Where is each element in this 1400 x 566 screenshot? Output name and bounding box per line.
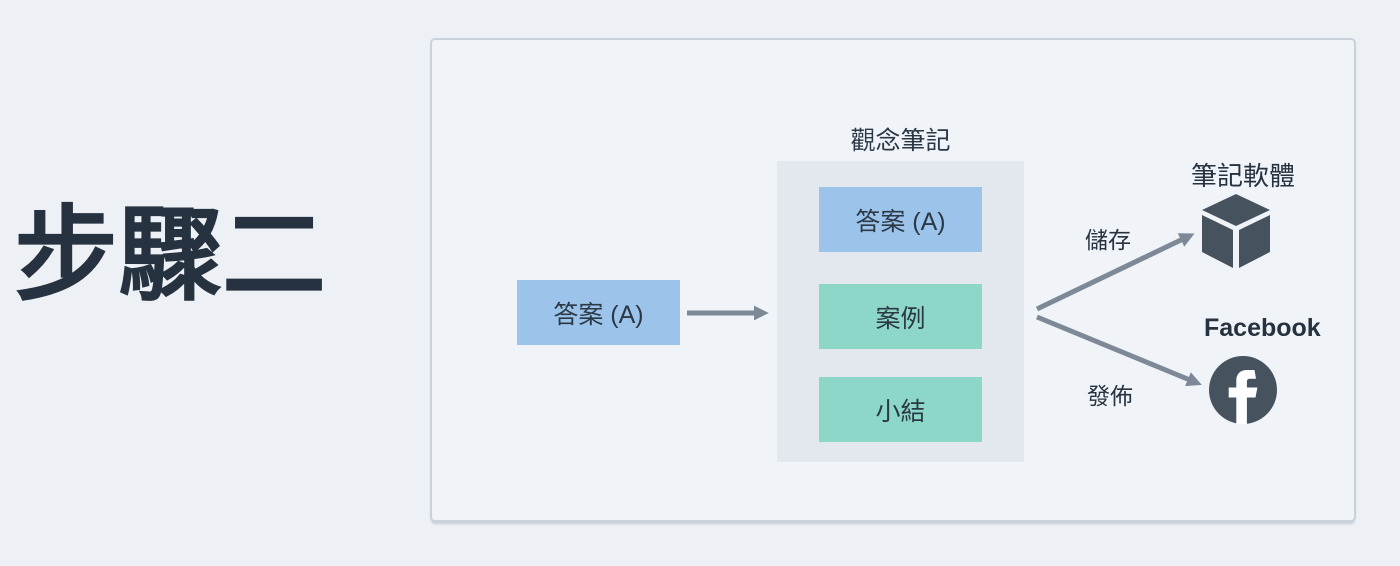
answer-source-node: 答案 (A) (517, 280, 680, 345)
note-item-answer-label: 答案 (A) (855, 207, 946, 236)
step-title: 步驟二 (14, 198, 327, 314)
note-item-case-label: 案例 (875, 304, 926, 333)
note-group-title: 觀念筆記 (850, 127, 951, 155)
note-item-answer: 答案 (A) (819, 187, 982, 252)
facebook-icon (1209, 356, 1277, 424)
publish-flow-label: 發佈 (1087, 383, 1133, 409)
noteapp-target-label: 筆記軟體 (1191, 161, 1296, 191)
note-item-case: 案例 (819, 284, 982, 349)
note-item-summary-label: 小結 (875, 397, 926, 426)
answer-source-label: 答案 (A) (553, 300, 644, 329)
save-flow-label: 儲存 (1085, 227, 1131, 253)
note-item-summary: 小結 (819, 377, 982, 442)
cube-icon (1202, 194, 1270, 268)
facebook-target-label: Facebook (1204, 314, 1321, 342)
